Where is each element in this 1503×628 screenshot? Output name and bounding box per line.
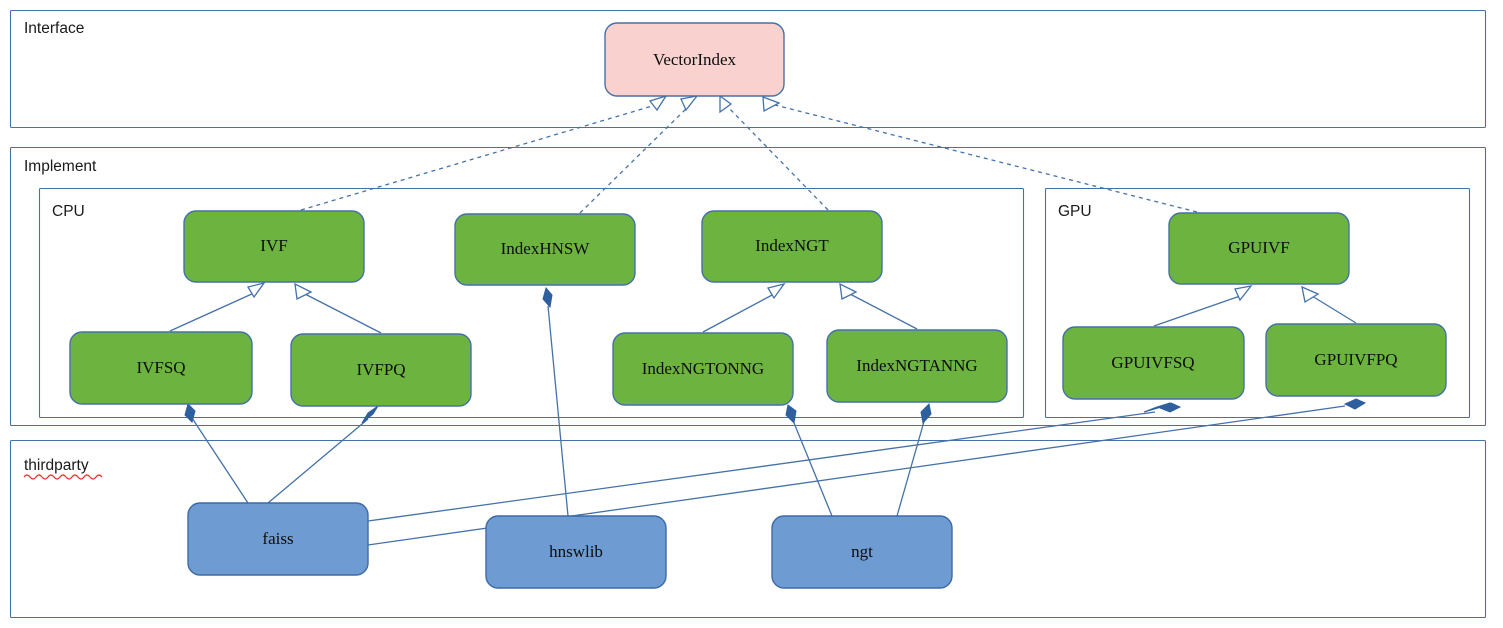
filled-diamond-icon: [1343, 398, 1367, 410]
group-cpu-label: CPU: [52, 203, 85, 220]
node-indexhnsw-box[interactable]: [454, 213, 636, 286]
edge-indexngtonng-to-indexngt: [702, 282, 786, 333]
node-ivf-box[interactable]: [183, 210, 365, 283]
hollow-triangle-arrowhead: [839, 282, 858, 300]
filled-diamond-icon: [361, 405, 379, 424]
node-gpuivfsq[interactable]: GPUIVFSQ: [1062, 326, 1245, 400]
hollow-triangle-arrowhead: [246, 281, 266, 299]
edge-hnswlib-to-indexhnsw: [542, 286, 569, 517]
node-gpuivf[interactable]: GPUIVF: [1168, 212, 1350, 285]
edge-indexhnsw-to-vectorindex: [579, 95, 699, 214]
node-vectorindex-box[interactable]: [604, 22, 785, 97]
filled-diamond-icon: [1143, 402, 1171, 413]
node-indexngtonng-label: IndexNGTONNG: [642, 359, 764, 378]
hollow-triangle-arrowhead: [680, 95, 699, 112]
hollow-triangle-arrowhead: [1301, 285, 1320, 304]
hollow-triangle-arrowhead: [762, 96, 781, 113]
group-implement-label: Implement: [24, 158, 97, 175]
node-ivfsq[interactable]: IVFSQ: [69, 331, 253, 405]
node-indexngtanng-label: IndexNGTANNG: [856, 356, 977, 375]
node-gpuivfpq-box[interactable]: [1265, 323, 1447, 397]
node-indexhnsw[interactable]: IndexHNSW: [454, 213, 636, 286]
node-vectorindex[interactable]: VectorIndex: [604, 22, 785, 97]
hollow-triangle-arrowhead: [294, 282, 313, 300]
spellcheck-underline-icon: [23, 474, 103, 480]
edge-ivf-to-vectorindex: [300, 94, 668, 211]
node-vectorindex-label: VectorIndex: [653, 50, 737, 69]
group-interface-label: Interface: [24, 20, 84, 37]
node-faiss-label: faiss: [262, 529, 293, 548]
hollow-triangle-arrowhead: [766, 282, 786, 300]
node-ivfpq-box[interactable]: [290, 333, 472, 407]
node-indexngt-box[interactable]: [701, 210, 883, 283]
node-indexngt-label: IndexNGT: [755, 236, 829, 255]
node-ngt-label: ngt: [851, 542, 873, 561]
node-faiss[interactable]: faiss: [187, 502, 369, 576]
edge-faiss-to-gpuivfsq: [367, 402, 1182, 522]
node-hnswlib-box[interactable]: [485, 515, 667, 589]
node-ivf[interactable]: IVF: [183, 210, 365, 283]
edge-gpuivf-to-vectorindex: [762, 96, 1198, 213]
node-hnswlib[interactable]: hnswlib: [485, 515, 667, 589]
edge-ivfpq-to-ivf: [294, 282, 382, 334]
node-ngt[interactable]: ngt: [771, 515, 953, 589]
group-gpu-label: GPU: [1058, 203, 1092, 220]
edge-ngt-to-indexngtonng: [785, 404, 833, 517]
edge-ivfsq-to-ivf: [169, 281, 266, 332]
node-gpuivfpq-label: GPUIVFPQ: [1314, 350, 1397, 369]
group-thirdparty-label: thirdparty: [24, 457, 89, 474]
hollow-triangle-arrowhead: [648, 94, 668, 112]
edge-indexngt-to-vectorindex: [719, 94, 829, 211]
edge-gpuivfsq-to-gpuivf: [1153, 285, 1253, 327]
node-indexngtonng-box[interactable]: [612, 332, 794, 406]
node-indexngtanng[interactable]: IndexNGTANNG: [826, 329, 1008, 403]
node-gpuivf-label: GPUIVF: [1228, 238, 1289, 257]
node-ivfpq-label: IVFPQ: [356, 360, 405, 379]
node-indexngtanng-box[interactable]: [826, 329, 1008, 403]
hollow-triangle-arrowhead: [1234, 285, 1253, 302]
node-ngt-box[interactable]: [771, 515, 953, 589]
edge-faiss-to-ivfsq: [184, 403, 249, 504]
node-ivfsq-box[interactable]: [69, 331, 253, 405]
hollow-triangle-arrowhead: [719, 94, 733, 114]
node-hnswlib-label: hnswlib: [549, 542, 603, 561]
edge-gpuivfpq-to-gpuivf: [1301, 285, 1357, 324]
filled-diamond-icon: [920, 402, 932, 425]
node-gpuivfsq-label: GPUIVFSQ: [1111, 353, 1194, 372]
node-gpuivfsq-box[interactable]: [1062, 326, 1245, 400]
edge-faiss-to-ivfpq: [267, 405, 379, 504]
node-gpuivf-box[interactable]: [1168, 212, 1350, 285]
node-faiss-box[interactable]: [187, 502, 369, 576]
node-indexngt[interactable]: IndexNGT: [701, 210, 883, 283]
edge-indexngtanng-to-indexngt: [839, 282, 918, 330]
node-ivfsq-label: IVFSQ: [136, 358, 185, 377]
node-indexhnsw-label: IndexHNSW: [501, 239, 591, 258]
filled-diamond-icon: [1158, 402, 1182, 413]
node-indexngtonng[interactable]: IndexNGTONNG: [612, 332, 794, 406]
filled-diamond-icon: [184, 403, 196, 423]
group-thirdparty: thirdparty: [9, 439, 1487, 619]
group-thirdparty-box: [9, 439, 1487, 619]
edge-ngt-to-indexngtanng: [896, 402, 932, 517]
filled-diamond-icon: [785, 404, 797, 425]
filled-diamond-icon: [542, 286, 553, 309]
node-gpuivfpq[interactable]: GPUIVFPQ: [1265, 323, 1447, 397]
node-ivfpq[interactable]: IVFPQ: [290, 333, 472, 407]
node-ivf-label: IVF: [260, 236, 287, 255]
